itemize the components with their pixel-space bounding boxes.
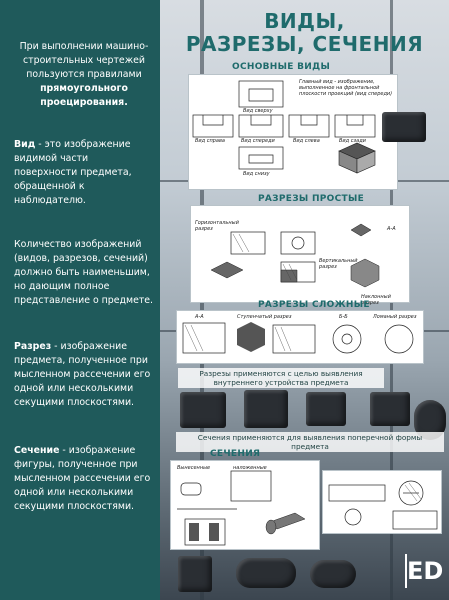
label-removed-sections: Вынесенные (177, 465, 211, 471)
page-title: ВИДЫ, РАЗРЕЗЫ, СЕЧЕНИЯ (185, 9, 424, 56)
sections-panel-left: Вынесенные наложенные (170, 460, 320, 550)
main-view-note: Главный вид - изображение, выполненное н… (299, 79, 393, 97)
cuts-caption: Разрезы применяются с целью выявления вн… (178, 368, 384, 388)
label-broken-cut: Ломаный разрез (373, 314, 417, 320)
sections-panel-right (322, 470, 442, 534)
cut-definition: Разрез - изображение предмета, полученно… (14, 341, 151, 408)
label-front-view: Вид спереди (241, 138, 275, 144)
section-term: Сечение (14, 445, 60, 456)
model-bottom-2 (236, 558, 296, 588)
label-top-view: Вид сверху (243, 108, 273, 114)
label-superimposed-sections: наложенные (233, 465, 267, 471)
model-4 (370, 392, 410, 426)
cut-term: Разрез (14, 341, 52, 352)
brand-logo: ED (405, 554, 443, 588)
basic-views-heading: ОСНОВНЫЕ ВИДЫ (232, 62, 331, 72)
label-bb: Б-Б (339, 314, 348, 320)
label-vertical-cut: Вертикальный разрез (319, 258, 358, 270)
section-definition: Сечение - изображение фигуры, полученное… (14, 445, 151, 512)
sections-drawing-left (177, 470, 306, 546)
complex-cuts-drawing (182, 322, 414, 354)
label-aa-simple: А-А (387, 226, 396, 232)
label-aa-complex: А-А (195, 314, 204, 320)
basic-views-drawing (192, 80, 376, 174)
label-horizontal-cut: Горизонтальный разрез (195, 220, 239, 232)
label-stepped-cut: Ступенчатый разрез (237, 314, 292, 320)
label-back-view: Вид сзади (339, 138, 366, 144)
count-paragraph: Количество изображений (видов, разрезов,… (14, 239, 154, 306)
part-model (382, 112, 426, 142)
basic-views-panel: Главный вид - изображение, выполненное н… (188, 74, 398, 190)
model-bottom-1 (178, 556, 212, 592)
sections-caption: Сечения применяются для выявления попере… (176, 432, 444, 452)
model-bottom-3 (310, 560, 356, 588)
view-term: Вид (14, 139, 36, 150)
sections-drawing-right (328, 480, 438, 530)
intro-paragraph: При выполнении машино-строительных черте… (19, 41, 149, 108)
complex-cuts-panel: Ступенчатый разрез Ломаный разрез А-А Б-… (176, 310, 424, 364)
simple-cuts-heading: РАЗРЕЗЫ ПРОСТЫЕ (258, 194, 365, 204)
label-inclined-cut: Наклонный разрез (361, 294, 391, 306)
left-text-panel: При выполнении машино-строительных черте… (0, 0, 160, 600)
model-2 (244, 390, 288, 428)
complex-cuts-heading: РАЗРЕЗЫ СЛОЖНЫЕ (258, 300, 370, 310)
intro-bold: прямоугольного проецирования. (40, 83, 128, 108)
simple-cuts-panel: Горизонтальный разрез Вертикальный разре… (190, 205, 410, 306)
label-left-view: Вид слева (293, 138, 320, 144)
simple-cuts-drawing (210, 223, 380, 288)
sections-heading: СЕЧЕНИЯ (210, 449, 261, 459)
model-3 (306, 392, 346, 426)
label-bottom-view: Вид снизу (243, 171, 270, 177)
label-right-view: Вид справа (195, 138, 225, 144)
right-collage-panel: ВИДЫ, РАЗРЕЗЫ, СЕЧЕНИЯ ОСНОВНЫЕ ВИДЫ (160, 0, 449, 600)
model-1 (180, 392, 226, 428)
view-definition: Вид - это изображение видимой части пове… (14, 139, 132, 206)
